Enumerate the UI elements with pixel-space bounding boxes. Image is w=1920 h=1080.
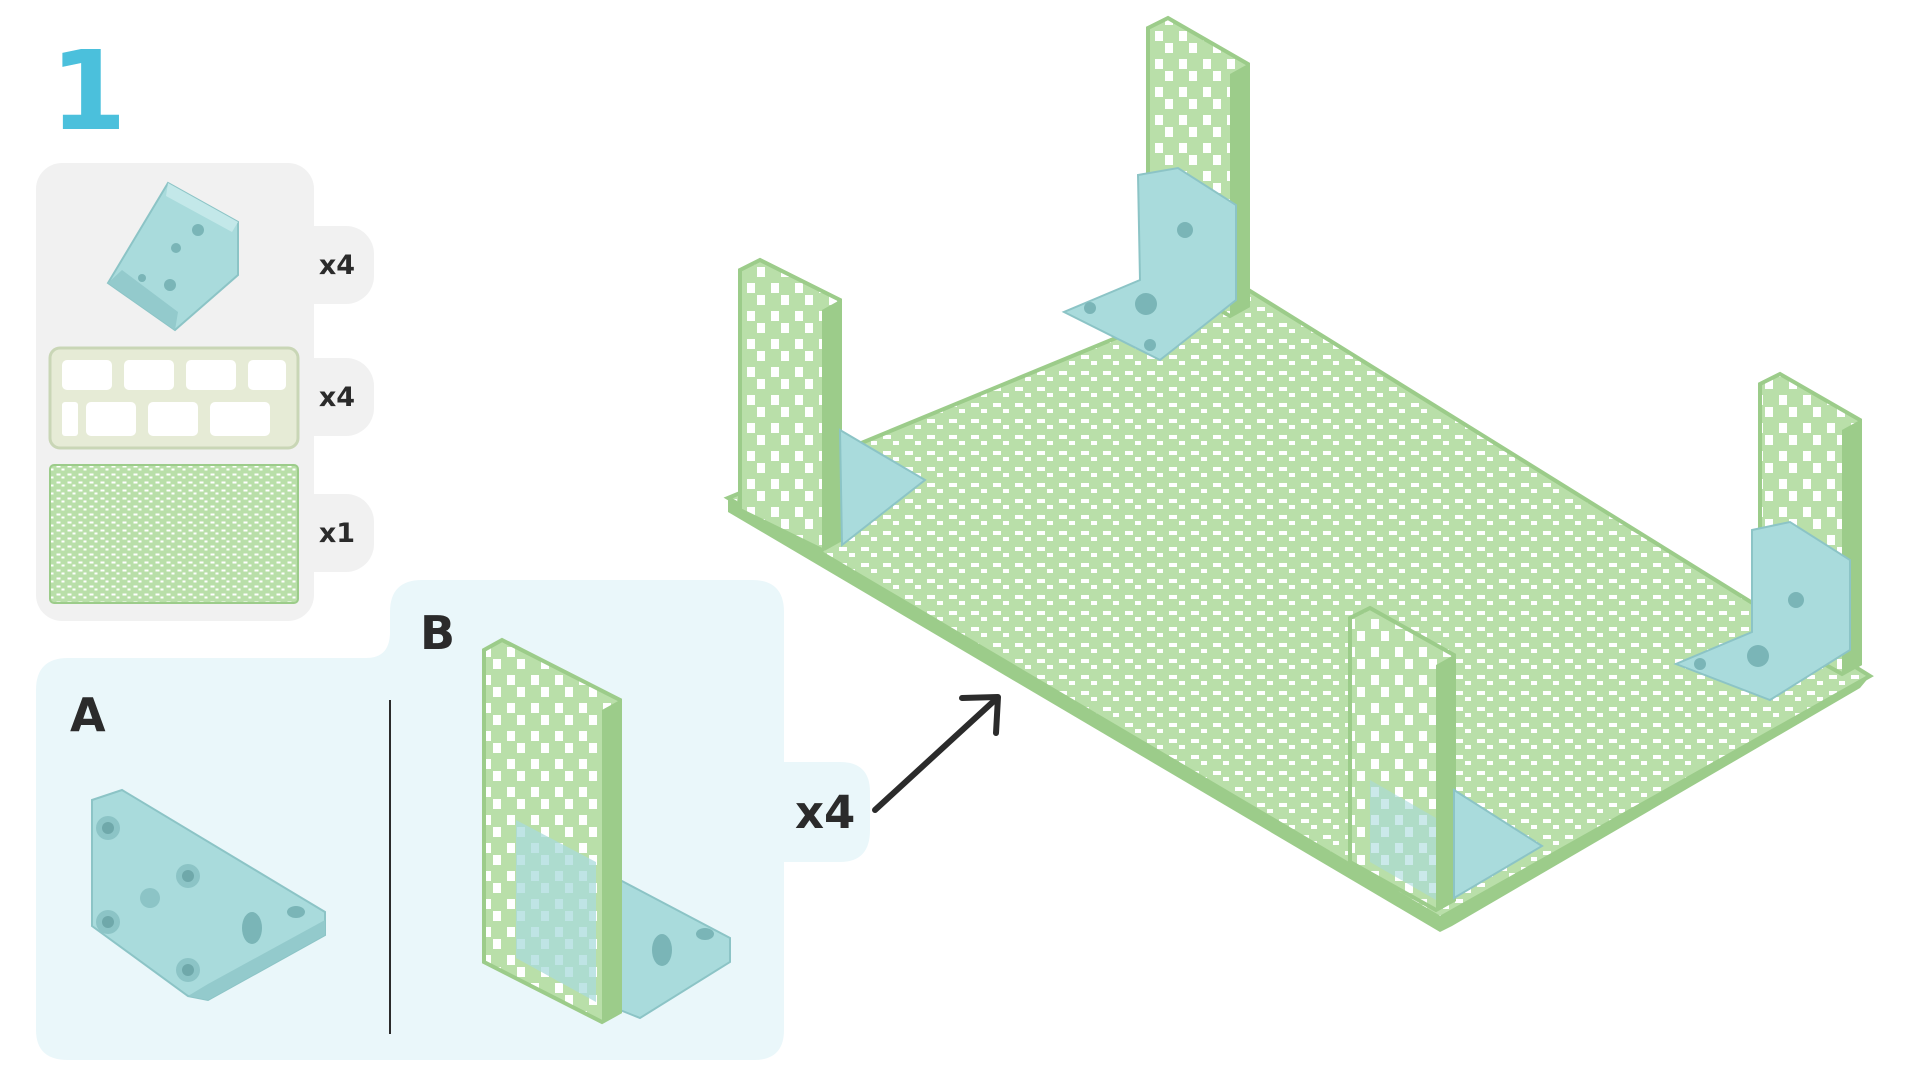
subassembly-multiplier: x4 (795, 786, 856, 839)
subassembly-a-bracket (91, 788, 326, 1002)
step-number: 1 (50, 27, 127, 155)
qty-tab-grid (300, 494, 374, 572)
bracket-thumbnail (106, 181, 239, 332)
main-assembly (723, 15, 1874, 932)
qty-label-grid: x1 (318, 517, 356, 549)
label-b: B (420, 606, 456, 660)
label-a: A (70, 688, 106, 742)
grid-thumbnail (49, 464, 299, 604)
qty-label-panel: x4 (318, 381, 356, 413)
qty-tab-bracket (300, 226, 374, 304)
base-grid-top (723, 283, 1874, 921)
qty-label-bracket: x4 (318, 249, 356, 281)
panel-thumbnail (48, 346, 300, 450)
qty-tab-panel (300, 358, 374, 436)
assembly-arrow (872, 694, 1001, 813)
subassembly-b-panel-bracket (482, 637, 731, 1025)
